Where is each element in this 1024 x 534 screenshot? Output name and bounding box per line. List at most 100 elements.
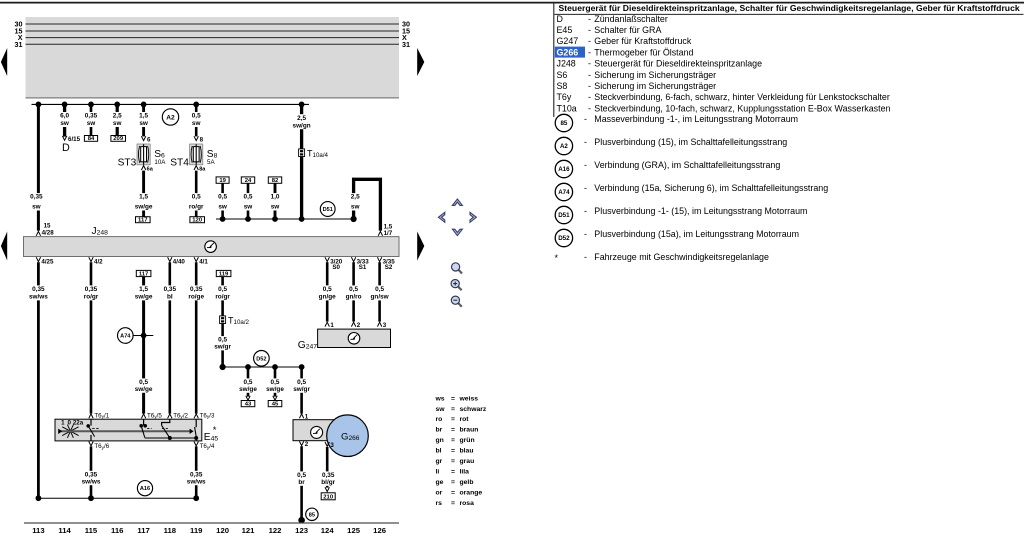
svg-text:sw: sw bbox=[139, 120, 148, 127]
svg-text:3: 3 bbox=[383, 322, 387, 329]
svg-text:A74: A74 bbox=[120, 334, 131, 340]
svg-text:1: 1 bbox=[61, 419, 65, 426]
svg-text:0,5: 0,5 bbox=[244, 194, 253, 201]
svg-text:J248: J248 bbox=[92, 226, 109, 237]
svg-text:Plusverbindung (15a), im Leitu: Plusverbindung (15a), im Leitungsstrang … bbox=[594, 229, 799, 239]
svg-text:grün: grün bbox=[460, 437, 475, 444]
svg-text:br: br bbox=[436, 427, 443, 434]
svg-text:J248: J248 bbox=[557, 59, 576, 69]
svg-text:sw: sw bbox=[87, 120, 96, 127]
svg-text:-: - bbox=[588, 103, 591, 113]
svg-text:Thermogeber für Ölstand: Thermogeber für Ölstand bbox=[594, 47, 693, 57]
svg-text:T6y/3: T6y/3 bbox=[200, 412, 215, 420]
svg-text:rs: rs bbox=[436, 500, 443, 507]
svg-text:84: 84 bbox=[88, 136, 95, 142]
svg-text:4/2: 4/2 bbox=[94, 259, 103, 266]
svg-text:=: = bbox=[451, 479, 455, 486]
svg-text:S8: S8 bbox=[557, 81, 568, 91]
svg-text:sw: sw bbox=[218, 204, 227, 211]
svg-text:ws: ws bbox=[435, 395, 445, 402]
svg-text:Steuergerät für Dieseldirektei: Steuergerät für Dieseldirekteinspritzanl… bbox=[594, 59, 762, 69]
svg-text:T10a: T10a bbox=[557, 103, 577, 113]
svg-text:D52: D52 bbox=[558, 235, 570, 242]
svg-text:blau: blau bbox=[460, 448, 474, 455]
svg-text:G266: G266 bbox=[341, 431, 360, 442]
svg-text:1: 1 bbox=[305, 414, 309, 421]
svg-text:0,35: 0,35 bbox=[85, 286, 98, 293]
svg-text:-: - bbox=[588, 92, 591, 102]
svg-text:0,5: 0,5 bbox=[218, 337, 227, 344]
svg-text:Masseverbindung -1-, im Leitun: Masseverbindung -1-, im Leitungsstrang M… bbox=[594, 114, 798, 124]
svg-text:0,5: 0,5 bbox=[297, 379, 306, 386]
svg-text:Plusverbindung (15), im Schalt: Plusverbindung (15), im Schalttafelleitu… bbox=[594, 137, 787, 147]
svg-text:S2: S2 bbox=[385, 264, 393, 271]
svg-text:43: 43 bbox=[245, 401, 252, 407]
svg-text:ro/gr: ro/gr bbox=[215, 294, 230, 301]
svg-text:Zündanlaßschalter: Zündanlaßschalter bbox=[594, 14, 668, 24]
svg-text:sw/gn: sw/gn bbox=[293, 122, 311, 129]
svg-text:117: 117 bbox=[137, 526, 149, 534]
svg-text:114: 114 bbox=[58, 526, 71, 534]
svg-text:1,5: 1,5 bbox=[139, 286, 148, 293]
svg-text:123: 123 bbox=[295, 526, 308, 534]
svg-text:-: - bbox=[584, 114, 587, 124]
svg-text:sw/ge: sw/ge bbox=[135, 204, 153, 211]
svg-text:sw/gr: sw/gr bbox=[214, 344, 231, 351]
svg-text:lila: lila bbox=[460, 468, 470, 475]
svg-text:D52: D52 bbox=[256, 356, 266, 362]
svg-text:E45: E45 bbox=[557, 25, 573, 35]
svg-text:3/35: 3/35 bbox=[383, 259, 396, 266]
svg-text:120: 120 bbox=[192, 217, 203, 223]
svg-text:br: br bbox=[298, 479, 305, 486]
svg-text:125: 125 bbox=[347, 526, 361, 534]
svg-text:8: 8 bbox=[200, 136, 204, 143]
svg-text:A74: A74 bbox=[558, 189, 570, 196]
svg-text:113: 113 bbox=[32, 526, 44, 534]
svg-text:Steckverbindung, 6-fach, schwa: Steckverbindung, 6-fach, schwarz, hinter… bbox=[594, 92, 890, 102]
svg-text:45: 45 bbox=[272, 401, 279, 407]
svg-text:5A: 5A bbox=[207, 159, 215, 166]
svg-text:0,35: 0,35 bbox=[190, 286, 203, 293]
svg-text:0,5: 0,5 bbox=[139, 379, 148, 386]
svg-text:-: - bbox=[588, 25, 591, 35]
svg-text:0,5: 0,5 bbox=[323, 286, 332, 293]
svg-text:-: - bbox=[584, 183, 587, 193]
svg-text:0,5: 0,5 bbox=[192, 113, 201, 120]
svg-text:6: 6 bbox=[147, 136, 151, 143]
svg-text:210: 210 bbox=[323, 495, 334, 501]
svg-text:=: = bbox=[451, 427, 455, 434]
svg-text:3/33: 3/33 bbox=[357, 259, 370, 266]
svg-text:=: = bbox=[451, 500, 455, 507]
svg-text:A16: A16 bbox=[140, 486, 150, 492]
svg-text:3: 3 bbox=[330, 442, 334, 449]
svg-text:T6y/5: T6y/5 bbox=[147, 412, 162, 420]
svg-text:S8: S8 bbox=[207, 149, 218, 160]
svg-text:gn/ro: gn/ro bbox=[346, 294, 362, 301]
svg-text:-: - bbox=[588, 59, 591, 69]
svg-text:31: 31 bbox=[15, 40, 23, 49]
svg-text:gn/ge: gn/ge bbox=[319, 294, 336, 301]
svg-text:-: - bbox=[584, 252, 587, 262]
svg-text:0,35: 0,35 bbox=[322, 472, 335, 479]
svg-text:ge: ge bbox=[436, 479, 444, 486]
svg-text:=: = bbox=[451, 437, 455, 444]
svg-text:-: - bbox=[588, 81, 591, 91]
svg-text:ST3: ST3 bbox=[118, 157, 137, 168]
svg-text:31: 31 bbox=[402, 40, 410, 49]
svg-text:Steckverbindung, 10-fach, schw: Steckverbindung, 10-fach, schwarz, Kuppl… bbox=[594, 103, 890, 113]
svg-text:6a: 6a bbox=[147, 166, 154, 172]
svg-text:gn: gn bbox=[436, 437, 444, 444]
svg-text:Verbindung (15a, Sicherung 6),: Verbindung (15a, Sicherung 6), im Schalt… bbox=[594, 183, 828, 193]
svg-text:T10a/2: T10a/2 bbox=[228, 315, 250, 325]
svg-text:T6y/2: T6y/2 bbox=[173, 412, 188, 420]
svg-text:119: 119 bbox=[190, 526, 202, 534]
svg-text:S6: S6 bbox=[154, 149, 165, 160]
svg-text:124: 124 bbox=[321, 526, 335, 534]
svg-text:=: = bbox=[451, 448, 455, 455]
svg-text:sw/ge: sw/ge bbox=[266, 386, 284, 393]
svg-text:116: 116 bbox=[111, 526, 123, 534]
svg-text:ro/gr: ro/gr bbox=[189, 204, 204, 211]
svg-text:sw/ws: sw/ws bbox=[82, 478, 101, 485]
svg-text:sw/ge: sw/ge bbox=[135, 386, 153, 393]
svg-text:0,5: 0,5 bbox=[244, 379, 253, 386]
